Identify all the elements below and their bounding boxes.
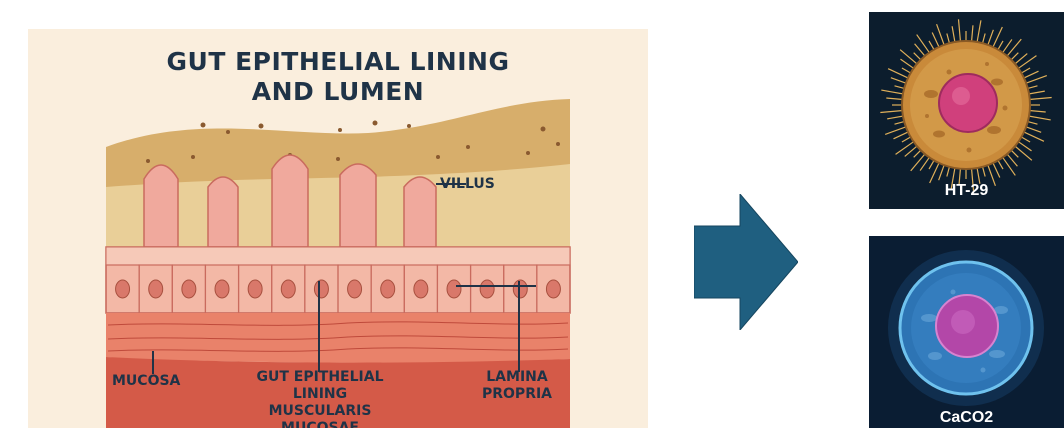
cell-nucleus (414, 280, 428, 298)
villus (404, 177, 436, 247)
ht29-nucleolus (952, 87, 970, 105)
cell-nucleus (546, 280, 560, 298)
cell-nucleus (447, 280, 461, 298)
right-arrow-icon (694, 194, 798, 330)
cell-nucleus (215, 280, 229, 298)
diagram-title: GUT EPITHELIAL LINING AND LUMEN (28, 47, 648, 107)
cell-nucleus (281, 280, 295, 298)
cell-nucleus (248, 280, 262, 298)
villus (208, 177, 238, 247)
cell-nucleus (116, 280, 130, 298)
caption-caco2: CaCO2 (869, 409, 1064, 427)
label-lamina-propria: LAMINA PROPRIA (476, 369, 558, 403)
caco2-cell-image (869, 236, 1064, 428)
label-muscularis-mucosae: MUSCULARIS MUCOSAE (234, 403, 406, 428)
label-gut-epithelial-line1: GUT EPITHELIAL (234, 369, 406, 386)
label-gut-epithelial: GUT EPITHELIAL LINING MUSCULARIS MUCOSAE (234, 369, 406, 428)
cell-nucleus (480, 280, 494, 298)
cell-nucleus (149, 280, 163, 298)
caption-ht29: HT-29 (869, 182, 1064, 200)
label-mucosa: MUCOSA (112, 373, 180, 390)
title-line-2: AND LUMEN (28, 77, 648, 107)
label-lamina-line2: PROPRIA (476, 386, 558, 403)
villus (340, 164, 376, 247)
gut-diagram-panel: GUT EPITHELIAL LINING AND LUMEN VILLUS M… (28, 29, 648, 428)
title-line-1: GUT EPITHELIAL LINING (28, 47, 648, 77)
label-villus: VILLUS (440, 176, 495, 193)
label-gut-epithelial-line2: LINING (234, 386, 406, 403)
cell-nucleus (314, 280, 328, 298)
villus (272, 155, 308, 247)
cell-card-caco2: CaCO2 (869, 236, 1064, 428)
cell-nucleus (381, 280, 395, 298)
ht29-nucleus (939, 74, 997, 132)
label-lamina-line1: LAMINA (476, 369, 558, 386)
villus (144, 165, 178, 247)
caco2-nucleolus (951, 310, 975, 334)
ht29-cell-image (869, 12, 1064, 209)
cell-nucleus (348, 280, 362, 298)
cell-nucleus (182, 280, 196, 298)
brush-border (106, 247, 570, 265)
cell-card-ht29: HT-29 (869, 12, 1064, 209)
cell-nucleus (513, 280, 527, 298)
